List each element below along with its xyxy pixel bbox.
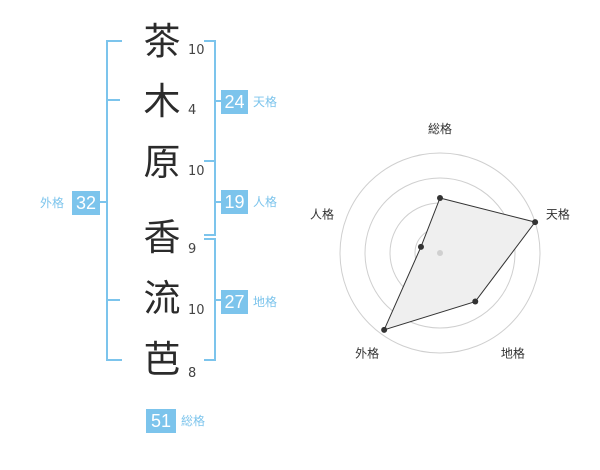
stroke-count-6: 8 [188,366,197,381]
chikaku-connector [214,299,222,301]
jinkaku-connector [214,201,222,203]
gaikaku-connector [94,201,106,203]
radar-point-総格 [437,195,443,201]
tenkaku-value: 24 [221,90,248,114]
gaikaku-bracket [106,40,122,361]
gaikaku-label: 外格 [40,196,65,210]
name-char-4: 香 [143,216,181,259]
soukaku-value: 51 [146,409,176,433]
radar-point-地格 [472,298,479,305]
radar-axis-label: 地格 [501,345,525,360]
gaikaku-value: 32 [72,191,100,215]
stroke-count-5: 10 [188,303,205,318]
radar-axis-label: 人格 [310,207,334,222]
tenkaku-label: 天格 [253,95,278,109]
stroke-count-4: 9 [188,242,197,257]
radar-axis-label: 総格 [428,121,452,136]
radar-point-天格 [532,219,539,226]
stroke-count-1: 10 [188,43,205,58]
stroke-count-2: 4 [188,103,197,118]
chikaku-value: 27 [221,290,248,314]
radar-ring [364,177,516,329]
name-char-2: 木 [143,80,181,123]
name-char-1: 茶 [143,20,181,63]
radar-axis-label: 天格 [546,207,570,222]
jinkaku-label: 人格 [253,195,278,209]
bracket-divider [106,99,120,101]
chikaku-label: 地格 [253,295,278,309]
radar-point-外格 [381,326,388,333]
name-char-6: 芭 [143,338,181,381]
radar-center [437,250,443,256]
name-char-3: 原 [143,141,181,184]
tenkaku-connector [214,100,222,102]
jinkaku-value: 19 [221,190,248,214]
bracket-divider [106,299,120,301]
jinkaku-bracket [204,158,216,236]
radar-axis-label: 外格 [355,345,379,360]
radar-ring [339,152,541,354]
radar-points [381,195,539,333]
name-char-5: 流 [143,277,181,320]
soukaku-label: 総格 [181,414,206,428]
radar-polygon [383,197,536,331]
stroke-count-3: 10 [188,164,205,179]
radar-point-人格 [417,243,424,250]
